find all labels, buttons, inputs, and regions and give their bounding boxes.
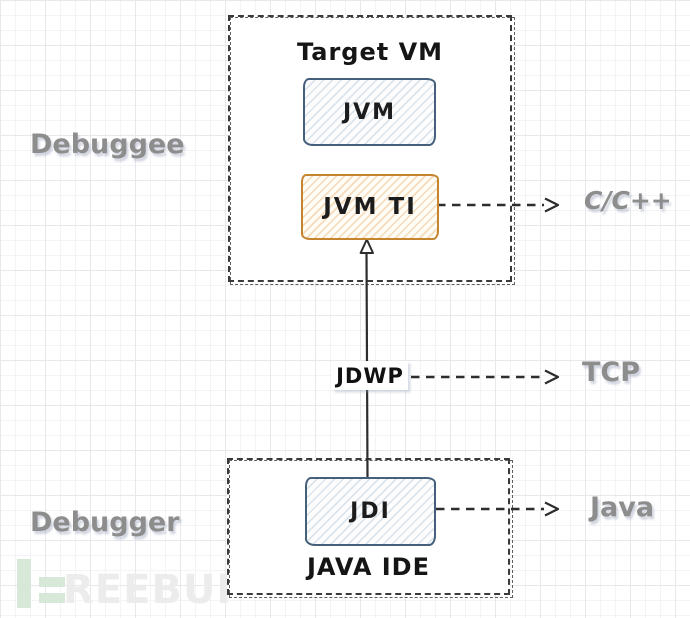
target-vm-title: Target VM — [296, 38, 444, 66]
jdi-node-label: JDI — [350, 499, 391, 524]
arrowhead-right-icon — [544, 197, 560, 213]
debugger-label: Debugger — [30, 507, 180, 538]
logo-bar-bottom — [39, 593, 65, 603]
jdi-node: JDI — [305, 477, 436, 546]
freebuf-watermark: REEBUF — [17, 556, 245, 611]
java-label: Java — [590, 492, 655, 523]
watermark-text: REEBUF — [63, 567, 245, 613]
tcp-label: TCP — [582, 357, 641, 388]
jvm-node-label: JVM — [342, 99, 397, 125]
java-ide-title: JAVA IDE — [307, 553, 430, 581]
jdwp-to-tcp-arrow — [411, 369, 560, 385]
arrowhead-right-icon — [544, 369, 560, 385]
target-vm-container: Target VM — [228, 15, 515, 285]
logo-bar-top — [39, 577, 65, 587]
arrowhead-right-icon — [544, 501, 560, 517]
debuggee-label: Debuggee — [30, 129, 185, 160]
jvmti-node-label: JVM TI — [323, 194, 417, 220]
jvmti-node: JVM TI — [301, 174, 439, 240]
jvm-node: JVM — [303, 78, 436, 146]
freebuf-logo-icon — [17, 559, 65, 611]
cpp-label: C/C++ — [584, 186, 672, 215]
logo-bar-vertical — [17, 559, 31, 608]
jdwp-label: JDWP — [332, 361, 408, 390]
